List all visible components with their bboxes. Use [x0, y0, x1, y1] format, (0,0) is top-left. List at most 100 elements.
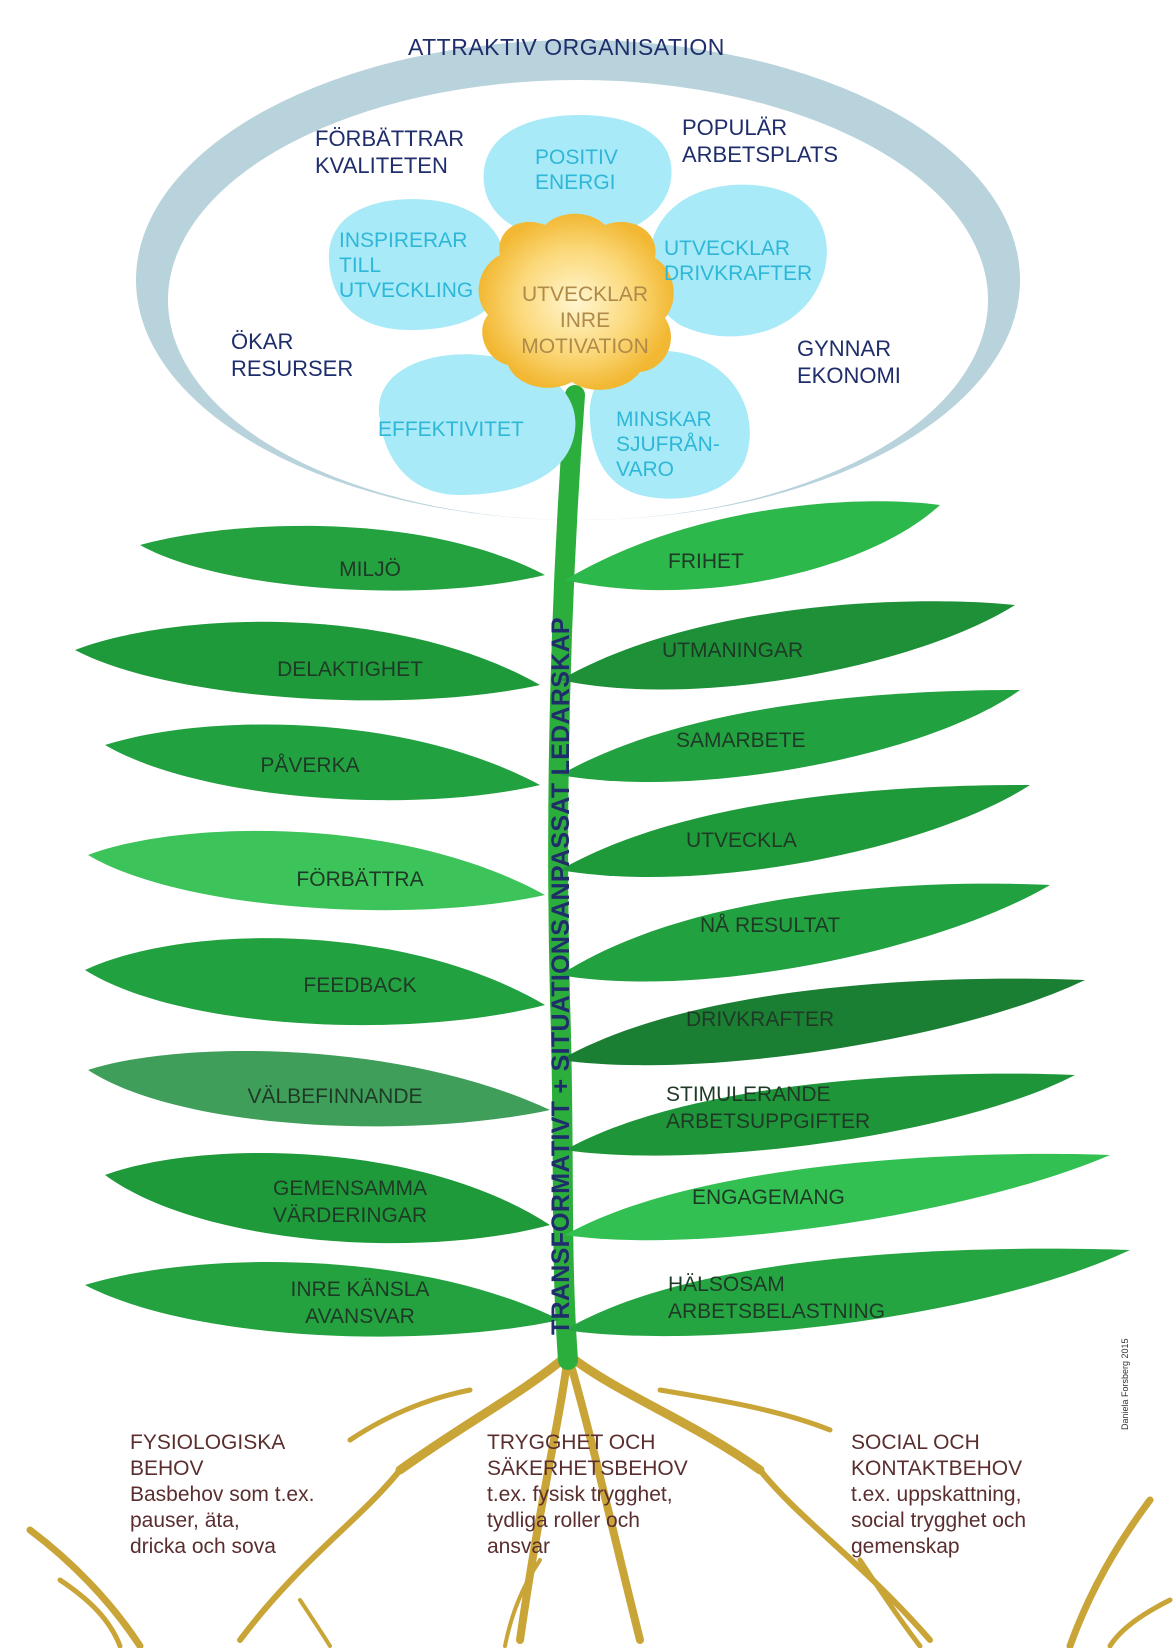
benefit-quality-line-1: FÖRBÄTTRAR	[315, 126, 465, 151]
leaf-left-4	[88, 830, 545, 911]
leaf-right-label-2-line-1: UTMANINGAR	[662, 639, 804, 662]
root-1-heading-line-1: FYSIOLOGISKA	[130, 1431, 286, 1454]
petal-absence-line-1: MINSKAR	[616, 408, 712, 431]
leaf-left-label-4: FÖRBÄTTRA	[250, 866, 470, 893]
root-3-heading-line-1: SOCIAL OCH	[851, 1431, 980, 1454]
leaf-left-label-2: DELAKTIGHET	[230, 656, 470, 683]
petal-absence-line-3: VARO	[616, 458, 674, 481]
benefit-popular-line-1: POPULÄR	[682, 115, 788, 140]
leaf-left-label-8-line-1: INRE KÄNSLA	[290, 1278, 430, 1301]
root-3-body-line-3: gemenskap	[851, 1535, 960, 1558]
root-need-safety: TRYGGHET OCH SÄKERHETSBEHOV t.ex. fysisk…	[487, 1430, 688, 1560]
root-1-heading-line-2: BEHOV	[130, 1457, 204, 1480]
leaf-right-label-7-line-1: STIMULERANDE	[666, 1083, 831, 1106]
leaf-left-label-6-line-1: VÄLBEFINNANDE	[247, 1085, 423, 1108]
leaf-right-label-5: NÅ RESULTAT	[700, 912, 840, 939]
leaf-right-label-3-line-1: SAMARBETE	[676, 729, 806, 752]
leaf-left-label-8: INRE KÄNSLA AVANSVAR	[260, 1276, 460, 1330]
root-1-body-line-3: dricka och sova	[130, 1535, 276, 1558]
leaf-left-label-1: MILJÖ	[270, 556, 470, 583]
leaf-left-7	[105, 1152, 550, 1244]
petal-absence-label: MINSKAR SJUFRÅN- VARO	[616, 407, 720, 482]
benefit-quality: FÖRBÄTTRAR KVALITETEN	[315, 125, 464, 179]
leaf-left-2	[75, 621, 540, 701]
root-2-body-line-1: t.ex. fysisk trygghet,	[487, 1483, 673, 1506]
stem	[548, 385, 585, 1370]
benefit-quality-line-2: KVALITETEN	[315, 153, 448, 178]
leaves-left	[75, 525, 560, 1337]
root-3-body-line-1: t.ex. uppskattning,	[851, 1483, 1022, 1506]
petal-energy-label: POSITIV ENERGI	[535, 145, 618, 195]
leaf-right-label-6: DRIVKRAFTER	[686, 1006, 834, 1033]
diagram-title: ATTRAKTIV ORGANISATION	[408, 34, 725, 60]
benefit-popular-line-2: ARBETSPLATS	[682, 142, 839, 167]
leaf-right-6	[560, 978, 1085, 1066]
leaf-left-5	[85, 938, 545, 1026]
petal-absence-line-2: SJUFRÅN-	[616, 433, 720, 456]
leaf-right-label-4: UTVECKLA	[686, 827, 797, 854]
flower-petals	[328, 115, 827, 499]
leaf-right-label-9-line-1: HÄLSOSAM	[668, 1273, 785, 1296]
core-line-3: MOTIVATION	[521, 335, 649, 358]
petal-drives	[648, 184, 827, 337]
leaf-right-label-7: STIMULERANDE ARBETSUPPGIFTER	[666, 1081, 870, 1135]
leaf-right-label-3: SAMARBETE	[676, 727, 806, 754]
leaf-left-label-3: PÅVERKA	[210, 752, 410, 779]
petal-inspire-line-1: INSPIRERAR	[339, 229, 468, 252]
benefit-resources-line-2: RESURSER	[231, 356, 354, 381]
leaf-left-label-1-line-1: MILJÖ	[339, 558, 401, 581]
leaf-left-label-5: FEEDBACK	[250, 972, 470, 999]
flower-core-label: UTVECKLAR INRE MOTIVATION	[500, 282, 670, 360]
petal-drives-line-1: UTVECKLAR	[664, 237, 791, 260]
root-1-body-line-1: Basbehov som t.ex.	[130, 1483, 315, 1506]
root-2-body-line-2: tydliga roller och	[487, 1509, 640, 1532]
leaf-left-8	[85, 1262, 560, 1337]
benefit-economy-line-2: EKONOMI	[797, 363, 901, 388]
leaf-right-label-6-line-1: DRIVKRAFTER	[686, 1008, 835, 1031]
leaf-left-label-7: GEMENSAMMA VÄRDERINGAR	[240, 1175, 460, 1229]
leaf-right-label-4-line-1: UTVECKLA	[686, 829, 797, 852]
petal-absence	[589, 350, 750, 499]
leaf-right-label-1: FRIHET	[668, 548, 744, 575]
leaf-right-label-9: HÄLSOSAM ARBETSBELASTNING	[668, 1271, 885, 1325]
root-need-physiological: FYSIOLOGISKA BEHOV Basbehov som t.ex. pa…	[130, 1430, 314, 1560]
root-1-body-line-2: pauser, äta,	[130, 1509, 240, 1532]
petal-inspire-line-2: TILL	[339, 254, 382, 277]
leaf-left-1	[140, 525, 545, 591]
leaf-left-label-5-line-1: FEEDBACK	[303, 974, 417, 997]
leaf-right-8	[565, 1153, 1110, 1241]
core-line-1: UTVECKLAR	[521, 283, 649, 306]
leaf-right-7	[565, 1073, 1075, 1156]
root-need-social: SOCIAL OCH KONTAKTBEHOV t.ex. uppskattni…	[851, 1430, 1026, 1560]
leaf-right-label-8-line-1: ENGAGEMANG	[692, 1186, 845, 1209]
petal-inspire	[328, 199, 506, 330]
leaf-left-label-6: VÄLBEFINNANDE	[205, 1083, 465, 1110]
benefit-economy: GYNNAR EKONOMI	[797, 335, 901, 389]
leaf-right-label-9-line-2: ARBETSBELASTNING	[668, 1300, 886, 1323]
leaf-right-1	[565, 501, 940, 591]
benefit-resources: ÖKAR RESURSER	[231, 328, 353, 382]
leaf-left-label-3-line-1: PÅVERKA	[260, 754, 360, 777]
stem-label: TRANSFORMATIVT + SITUATIONSANPASSAT LEDA…	[547, 617, 575, 1335]
leaf-right-label-2: UTMANINGAR	[662, 637, 803, 664]
petal-efficiency-label: EFFEKTIVITET	[378, 418, 524, 441]
petal-inspire-label: INSPIRERAR TILL UTVECKLING	[339, 228, 473, 303]
petal-inspire-line-3: UTVECKLING	[339, 279, 474, 302]
leaf-right-label-8: ENGAGEMANG	[692, 1184, 845, 1211]
leaf-left-label-2-line-1: DELAKTIGHET	[277, 658, 423, 681]
core-line-2: INRE	[559, 309, 611, 332]
flower-core	[478, 213, 674, 390]
benefit-economy-line-1: GYNNAR	[797, 336, 892, 361]
leaf-right-5	[560, 883, 1050, 982]
leaf-right-label-5-line-1: NÅ RESULTAT	[700, 914, 841, 937]
leaf-left-label-7-line-2: VÄRDERINGAR	[272, 1204, 428, 1227]
author-credit: Daniela Forsberg 2015	[1120, 1338, 1130, 1430]
leaf-right-9	[565, 1248, 1130, 1337]
root-2-heading-line-2: SÄKERHETSBEHOV	[487, 1457, 688, 1480]
leaf-left-label-8-line-2: AVANSVAR	[305, 1305, 415, 1328]
leaf-left-label-7-line-1: GEMENSAMMA	[272, 1177, 427, 1200]
leaf-right-3	[560, 690, 1020, 783]
petal-drives-label: UTVECKLAR DRIVKRAFTER	[664, 236, 812, 286]
roots	[26, 1350, 1173, 1648]
